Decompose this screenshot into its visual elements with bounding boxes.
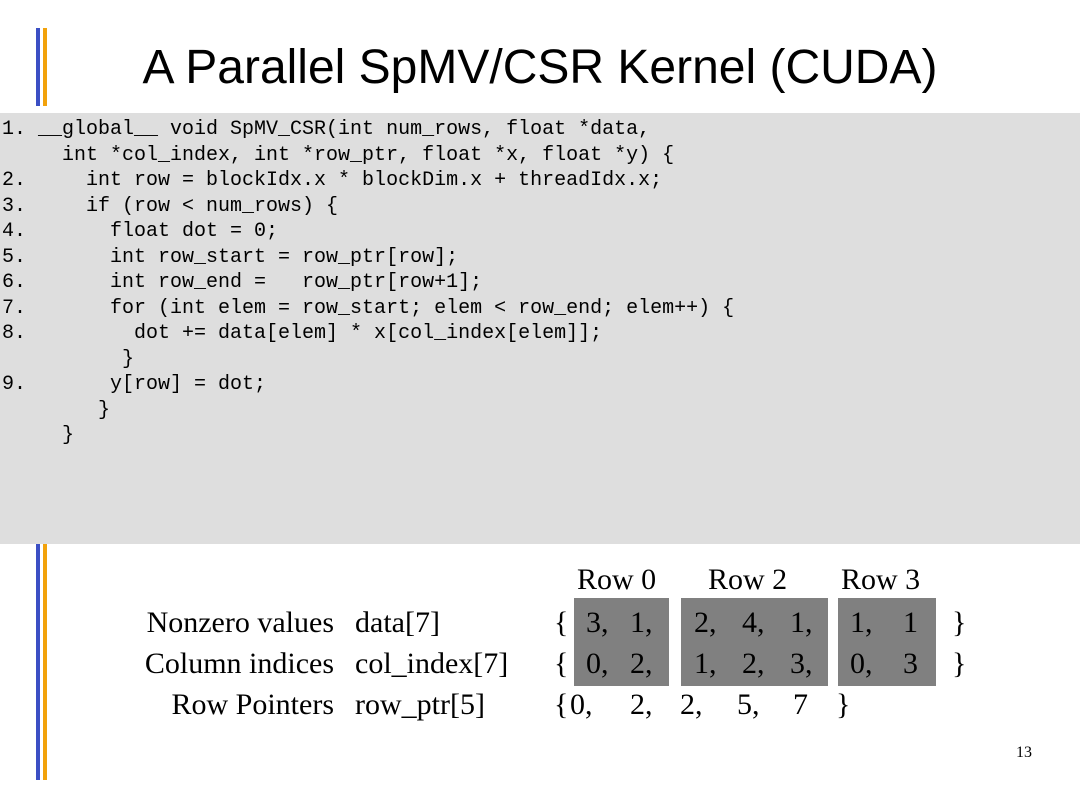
brace-close: } (952, 647, 967, 680)
data-value: 1, (790, 606, 813, 639)
code-line: 7. for (int elem = row_start; elem < row… (2, 296, 735, 320)
data-value: 3, (586, 606, 609, 639)
code-line: 3. if (row < num_rows) { (2, 194, 339, 218)
code-line: } (2, 424, 75, 447)
brace-open: { (554, 647, 569, 680)
row-header: Row 3 (841, 563, 921, 596)
data-value: 4, (742, 606, 765, 639)
code-line: 6. int row_end = row_ptr[row+1]; (2, 271, 483, 294)
code-line: } (2, 347, 135, 371)
col-index-value: 3, (790, 647, 813, 680)
data-value: 2, (694, 606, 717, 639)
code-block: 1. __global__ void SpMV_CSR(int num_rows… (0, 113, 1080, 544)
col-index-value: 0, (850, 647, 873, 680)
nonzero-values-label: Nonzero values (146, 606, 334, 639)
col-index-value: 2, (742, 647, 765, 680)
code-line: 8. dot += data[elem] * x[col_index[elem]… (2, 322, 603, 345)
brace-open: { (554, 688, 569, 721)
row-ptr-value: 0, (570, 688, 593, 721)
row-header: Row 2 (708, 563, 788, 596)
data-value: 1, (630, 606, 653, 639)
row-ptr-value: 7 (793, 688, 808, 721)
code-line: 4. float dot = 0; (2, 220, 279, 243)
row-header: Row 0 (577, 563, 657, 596)
row-pointers-label: Row Pointers (171, 688, 334, 721)
row-ptr-array-name: row_ptr[5] (355, 688, 485, 721)
column-indices-label: Column indices (144, 647, 334, 680)
shade-row0 (574, 598, 669, 686)
brace-close: } (952, 606, 967, 639)
page-number: 13 (1016, 744, 1032, 761)
accent-bar-blue-bottom (36, 544, 40, 780)
slide-title: A Parallel SpMV/CSR Kernel (CUDA) (142, 41, 938, 94)
shade-row2 (681, 598, 828, 686)
col-index-value: 0, (586, 647, 609, 680)
code-line: int *col_index, int *row_ptr, float *x, … (2, 143, 675, 167)
code-line: 5. int row_start = row_ptr[row]; (2, 245, 459, 269)
col-index-array-name: col_index[7] (355, 647, 509, 680)
row-ptr-value: 2, (680, 688, 703, 721)
accent-bar-orange-top (43, 28, 47, 106)
col-index-value: 2, (630, 647, 653, 680)
col-index-value: 3 (903, 647, 918, 680)
code-line: 1. __global__ void SpMV_CSR(int num_rows… (2, 118, 651, 141)
row-ptr-value: 2, (630, 688, 653, 721)
code-line: 9. y[row] = dot; (2, 373, 267, 396)
code-listing: 1. __global__ void SpMV_CSR(int num_rows… (2, 117, 734, 449)
data-value: 1 (903, 606, 918, 639)
row-ptr-value: 5, (737, 688, 760, 721)
brace-open: { (554, 606, 569, 639)
data-value: 1, (850, 606, 873, 639)
accent-bar-orange-bottom (43, 544, 47, 780)
accent-bar-blue-top (36, 28, 40, 106)
col-index-value: 1, (694, 647, 717, 680)
shade-row3 (838, 598, 936, 686)
code-line: 2. int row = blockIdx.x * blockDim.x + t… (2, 169, 663, 192)
data-array-name: data[7] (355, 606, 440, 639)
brace-close: } (836, 688, 851, 721)
code-line: } (2, 398, 111, 422)
